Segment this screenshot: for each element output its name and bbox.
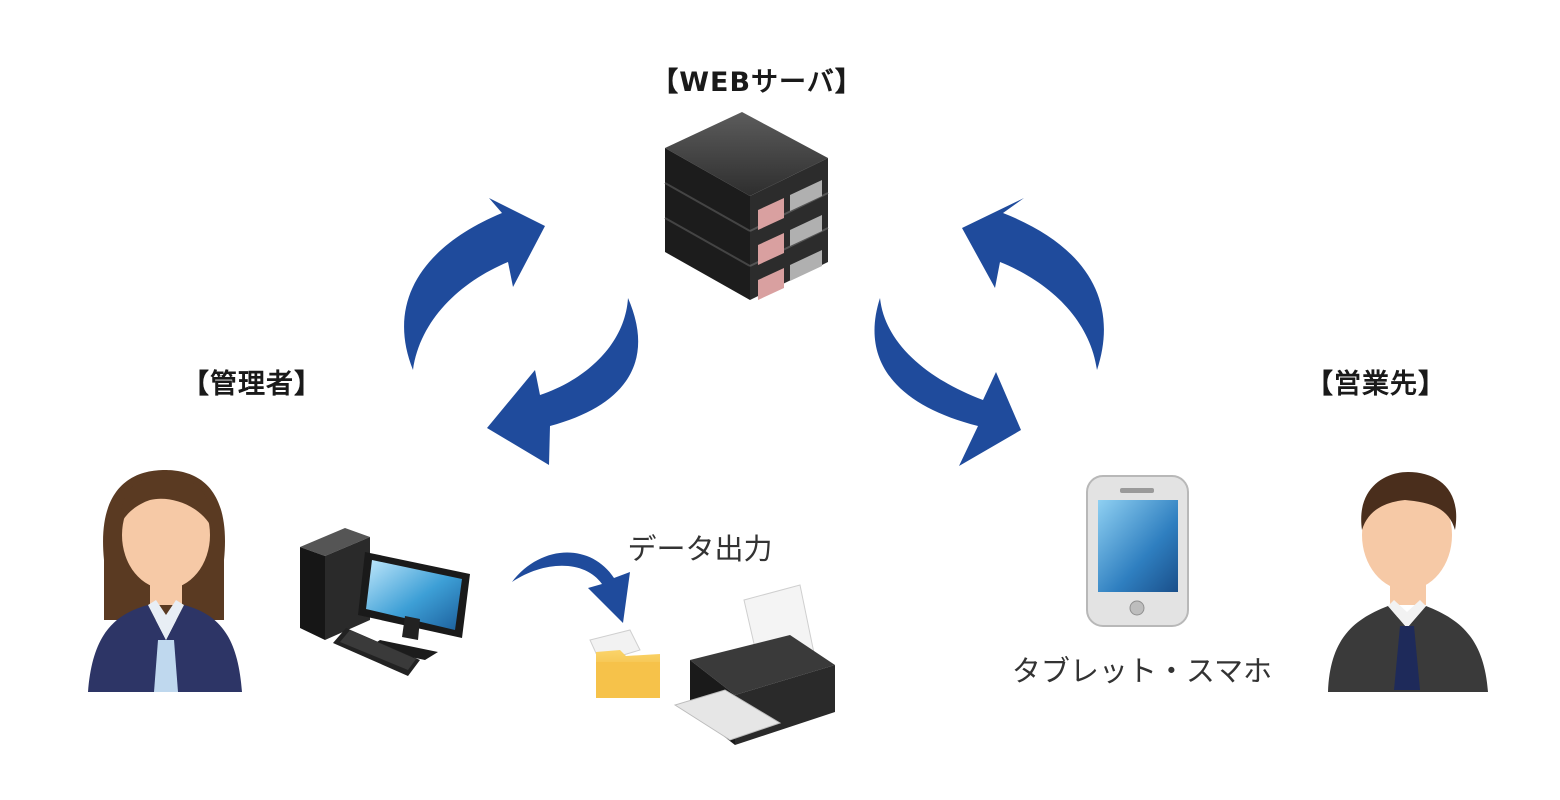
- arrow-server-to-sales: [874, 298, 1021, 466]
- tablet-smartphone-label: タブレット・スマホ: [1011, 654, 1273, 688]
- printer-icon: [673, 584, 835, 745]
- folder-icon: [589, 629, 660, 698]
- desktop-pc-icon: [300, 528, 470, 676]
- arrow-sales-to-server: [962, 198, 1104, 370]
- male-sales-icon: [1328, 472, 1488, 692]
- female-admin-icon: [88, 470, 242, 692]
- data-output-label: データ出力: [627, 532, 773, 566]
- server-icon: [664, 112, 829, 300]
- arrow-server-to-admin: [487, 298, 639, 465]
- arrow-admin-to-server: [404, 198, 545, 370]
- admin-label: 【管理者】: [182, 369, 322, 400]
- sales-label: 【営業先】: [1306, 369, 1446, 400]
- server-label: 【WEBサーバ】: [651, 67, 863, 98]
- tablet-icon: [1086, 475, 1189, 627]
- arrow-data-output: [512, 552, 630, 623]
